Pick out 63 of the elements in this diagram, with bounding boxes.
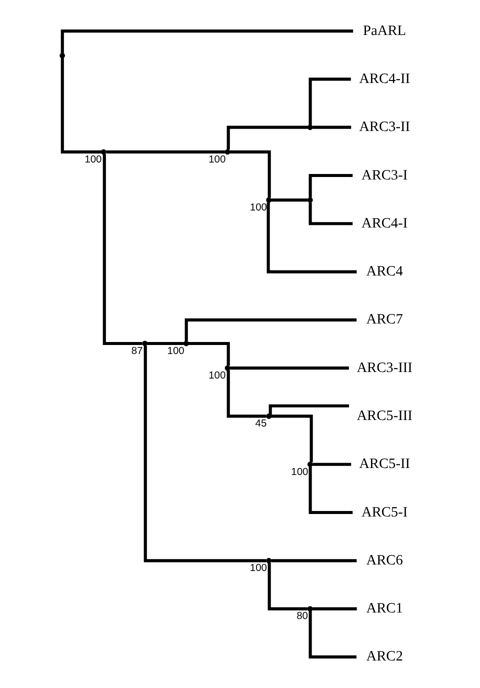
- node-text: PaARL: [363, 22, 406, 39]
- connector: [312, 462, 352, 466]
- node-text: ARC6: [366, 552, 403, 568]
- node-point: [184, 340, 189, 346]
- connector: [60, 30, 354, 54]
- node-text: ARC7: [366, 312, 403, 328]
- node-point: [307, 462, 313, 468]
- node-text: ARC4: [366, 264, 403, 280]
- connector: [184, 318, 357, 341]
- connector: [106, 150, 225, 154]
- node-point: [142, 340, 148, 346]
- connector: [308, 202, 353, 226]
- node-text: ARC5-II: [359, 456, 410, 472]
- connector: [308, 466, 353, 514]
- node-text: ARC3-I: [361, 167, 408, 184]
- connector: [308, 611, 356, 658]
- node-text: ARC4-II: [359, 70, 410, 87]
- node-text: ARC5-III: [356, 408, 412, 424]
- node-text: ARC4-I: [361, 215, 408, 232]
- node-label: 100: [208, 154, 226, 166]
- connector: [271, 414, 313, 462]
- node-point: [60, 52, 66, 58]
- node-point: [224, 149, 230, 155]
- node-label: 100: [250, 563, 267, 574]
- node-label: 87: [131, 346, 143, 357]
- connector: [147, 342, 184, 346]
- node-label: 100: [84, 154, 102, 166]
- connector: [312, 126, 352, 129]
- node-label: 100: [208, 370, 226, 382]
- node-point: [307, 606, 313, 612]
- connector: [268, 562, 308, 610]
- node-label: 100: [291, 466, 308, 478]
- node-label: 80: [296, 611, 308, 622]
- node-point: [266, 558, 272, 564]
- connector: [102, 154, 142, 346]
- connector: [144, 346, 266, 562]
- node-text: ARC1: [366, 600, 403, 617]
- node-point: [224, 365, 230, 371]
- node-text: ARC3-II: [359, 119, 410, 136]
- node-text: ARC2: [366, 648, 403, 665]
- node-point: [266, 414, 272, 419]
- connector: [60, 58, 102, 154]
- node-text: ARC5-I: [361, 504, 408, 520]
- connector: [230, 150, 271, 198]
- node-point: [266, 197, 272, 203]
- node-label: 100: [250, 202, 267, 214]
- node-text: ARC3-III: [356, 360, 412, 376]
- node-point: [100, 149, 106, 155]
- connector: [308, 78, 351, 126]
- connector: [226, 126, 308, 150]
- node-point: [307, 124, 313, 130]
- connector: [268, 404, 350, 415]
- node-point: [307, 197, 313, 203]
- connector: [312, 607, 357, 610]
- connector: [226, 370, 266, 418]
- connector: [308, 174, 353, 198]
- connector: [230, 366, 349, 370]
- connector: [271, 559, 357, 562]
- connector: [271, 198, 308, 202]
- connector: [266, 202, 357, 274]
- connector: [188, 342, 230, 366]
- node-label: 100: [167, 346, 184, 357]
- node-label: 45: [255, 418, 267, 430]
